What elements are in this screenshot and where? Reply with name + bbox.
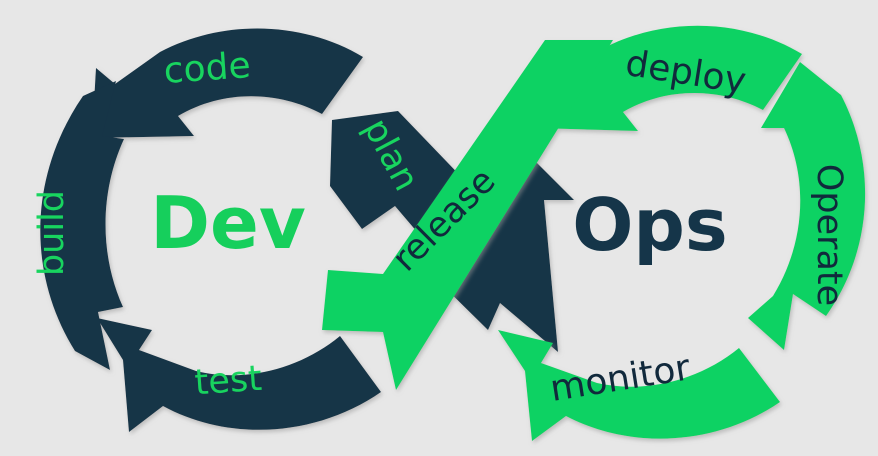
dev-ring-group bbox=[40, 28, 574, 432]
stage-label-build: build bbox=[32, 190, 72, 276]
stage-label-code: code bbox=[162, 45, 251, 92]
ops-ring-group bbox=[322, 25, 866, 441]
ops-segment-operate[interactable] bbox=[748, 62, 866, 350]
dev-segment-build[interactable] bbox=[40, 81, 124, 370]
ops-segment-monitor[interactable] bbox=[498, 330, 780, 441]
ops-segment-release[interactable] bbox=[322, 40, 613, 390]
center-word-ops: Ops bbox=[572, 183, 728, 267]
dev-center-arrowhead bbox=[425, 123, 574, 352]
stage-label-test: test bbox=[193, 359, 263, 404]
stage-label-operate: Operate bbox=[809, 164, 849, 306]
dev-segment-code[interactable] bbox=[92, 28, 363, 139]
dev-segment-test[interactable] bbox=[97, 318, 381, 432]
center-word-dev: Dev bbox=[150, 181, 306, 265]
